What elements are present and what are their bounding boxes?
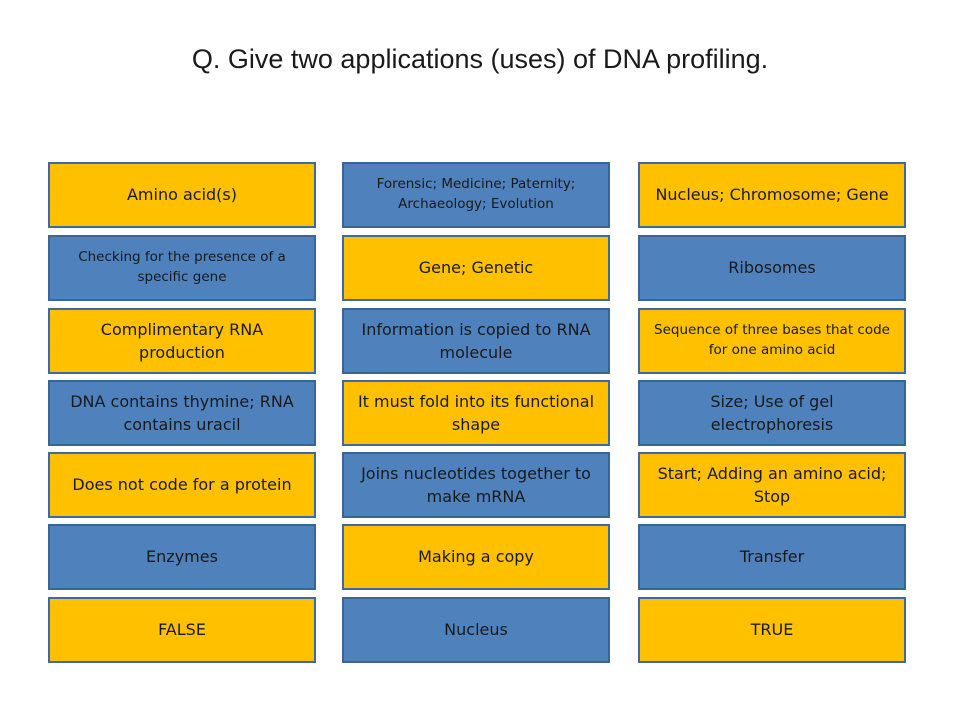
answer-tile-transfer[interactable]: Transfer (638, 524, 906, 590)
answer-tile-start-adding-stop[interactable]: Start; Adding an amino acid; Stop (638, 452, 906, 518)
answer-tile-true[interactable]: TRUE (638, 597, 906, 663)
answer-tile-sequence-three-bases[interactable]: Sequence of three bases that code for on… (638, 308, 906, 374)
answer-tile-enzymes[interactable]: Enzymes (48, 524, 316, 590)
answer-tile-making-copy[interactable]: Making a copy (342, 524, 610, 590)
question-title: Q. Give two applications (uses) of DNA p… (191, 44, 769, 74)
answer-tile-amino-acids[interactable]: Amino acid(s) (48, 162, 316, 228)
answer-tile-size-gel-electrophoresis[interactable]: Size; Use of gel electrophoresis (638, 380, 906, 446)
answer-tile-joins-nucleotides[interactable]: Joins nucleotides together to make mRNA (342, 452, 610, 518)
answer-tile-ribosomes[interactable]: Ribosomes (638, 235, 906, 301)
answer-tile-fold-functional-shape[interactable]: It must fold into its functional shape (342, 380, 610, 446)
answer-tile-nucleus[interactable]: Nucleus (342, 597, 610, 663)
answer-tile-gene-genetic[interactable]: Gene; Genetic (342, 235, 610, 301)
answer-tile-forensic-medicine[interactable]: Forensic; Medicine; Paternity; Archaeolo… (342, 162, 610, 228)
answer-tile-checking-gene[interactable]: Checking for the presence of a specific … (48, 235, 316, 301)
answer-tile-nucleus-chromosome-gene[interactable]: Nucleus; Chromosome; Gene (638, 162, 906, 228)
answer-tile-not-code-protein[interactable]: Does not code for a protein (48, 452, 316, 518)
answer-tile-false[interactable]: FALSE (48, 597, 316, 663)
answer-tile-complimentary-rna[interactable]: Complimentary RNA production (48, 308, 316, 374)
answer-tile-information-copied[interactable]: Information is copied to RNA molecule (342, 308, 610, 374)
answer-tile-dna-thymine-rna-uracil[interactable]: DNA contains thymine; RNA contains uraci… (48, 380, 316, 446)
